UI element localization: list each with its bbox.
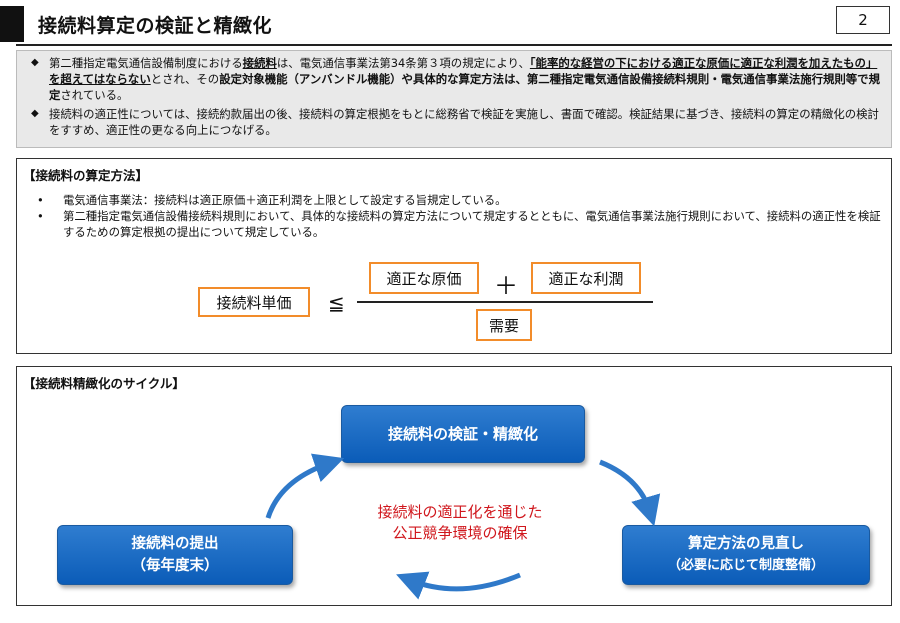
page-title: 接続料算定の検証と精緻化 — [38, 15, 273, 37]
page-number: 2 — [836, 6, 890, 34]
calculation-method-list: • 電気通信事業法：接続料は適正原価＋適正利潤を上限として設定する旨規定している… — [33, 192, 883, 240]
submission-sublabel: （毎年度末） — [131, 558, 219, 574]
summary-text-1e: とされ、その — [150, 72, 220, 86]
summary-text-1g: されている。 — [60, 88, 129, 102]
diamond-bullet-icon: ◆ — [31, 108, 39, 119]
summary-item-1: ◆ 第二種指定電気通信設備制度における接続料は、電気通信事業法第34条第３項の規… — [27, 55, 881, 103]
list-item-text: 電気通信事業法：接続料は適正原価＋適正利潤を上限として設定する旨規定している。 — [63, 193, 507, 207]
list-item: • 電気通信事業法：接続料は適正原価＋適正利潤を上限として設定する旨規定している… — [33, 192, 883, 208]
summary-item-2: ◆ 接続料の適正性については、接続約款届出の後、接続料の算定根拠をもとに総務省で… — [27, 106, 881, 138]
summary-box: ◆ 第二種指定電気通信設備制度における接続料は、電気通信事業法第34条第３項の規… — [16, 50, 892, 148]
verification-refinement-label: 接続料の検証・精緻化 — [387, 425, 538, 443]
list-item-text: 第二種指定電気通信設備接続料規則において、具体的な接続料の算定方法について規定す… — [63, 209, 881, 239]
bullet-dot-icon: • — [37, 193, 44, 207]
submission-label: 接続料の提出 — [131, 536, 219, 552]
cycle-center-line-2: 公正競争環境の確保 — [392, 524, 528, 542]
formula-unit-price: 接続料単価 — [198, 287, 310, 317]
submission-box: 接続料の提出 （毎年度末） — [57, 525, 293, 585]
formula-plus-symbol: ＋ — [494, 272, 518, 300]
method-review-label: 算定方法の見直し — [688, 536, 804, 552]
cycle-center-line-1: 接続料の適正化を通じた — [377, 503, 543, 521]
summary-text-1b: 接続料 — [242, 56, 277, 70]
summary-text-1f: 設定対象機能（アンバンドル機能）や具体的な算定方法は、第二種指定電気通信設備接続… — [49, 72, 880, 102]
formula-appropriate-profit: 適正な利潤 — [531, 262, 641, 294]
diamond-bullet-icon: ◆ — [31, 57, 39, 68]
title-marker — [0, 6, 24, 42]
method-review-box: 算定方法の見直し （必要に応じて制度整備） — [622, 525, 870, 585]
formula-leq-symbol: ≦ — [328, 291, 345, 315]
summary-text-1c: は、電気通信事業法第34条第３項の規定により、 — [276, 56, 530, 70]
list-item: • 第二種指定電気通信設備接続料規則において、具体的な接続料の算定方法について規… — [33, 208, 883, 240]
refinement-cycle-title: 【接続料精緻化のサイクル】 — [23, 376, 185, 391]
title-divider — [16, 44, 892, 46]
formula-fraction-bar — [357, 301, 653, 303]
summary-text-1a: 第二種指定電気通信設備制度における — [49, 56, 243, 70]
calculation-method-box: 【接続料の算定方法】 • 電気通信事業法：接続料は適正原価＋適正利潤を上限として… — [16, 158, 892, 354]
verification-refinement-box: 接続料の検証・精緻化 — [341, 405, 585, 463]
calculation-method-title: 【接続料の算定方法】 — [23, 168, 149, 183]
summary-text-1d: 「能率的な経営の下における適正な原価に適正な利潤を加えたもの」を超えてはならない — [49, 56, 878, 86]
refinement-cycle-box: 【接続料精緻化のサイクル】 — [16, 366, 892, 606]
cycle-center-caption: 接続料の適正化を通じた 公正競争環境の確保 — [340, 502, 580, 544]
summary-text-2: 接続料の適正性については、接続約款届出の後、接続料の算定根拠をもとに総務省で検証… — [49, 107, 879, 137]
formula-appropriate-cost: 適正な原価 — [369, 262, 479, 294]
bullet-dot-icon: • — [37, 209, 44, 223]
method-review-sublabel: （必要に応じて制度整備） — [667, 558, 824, 573]
formula-demand: 需要 — [476, 309, 532, 341]
